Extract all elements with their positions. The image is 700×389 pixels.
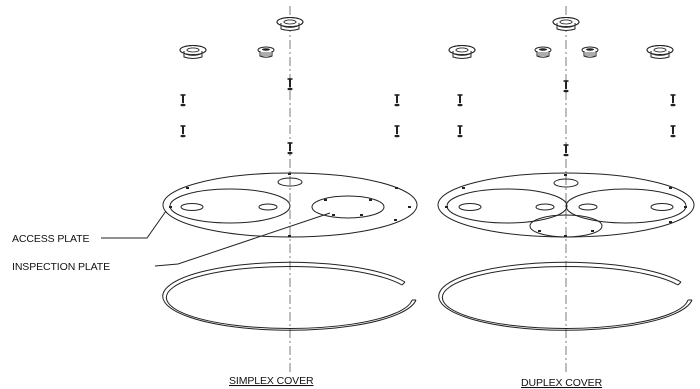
simplex-center-opening <box>277 177 303 187</box>
duplex-plug-left <box>534 46 552 58</box>
duplex-center-opening <box>553 178 579 188</box>
access-plate-label: ACCESS PLATE <box>12 233 89 245</box>
simplex-plug <box>257 46 275 58</box>
access-plate-leader <box>101 210 167 239</box>
duplex-access-plate-left <box>446 188 568 224</box>
duplex-plug-right <box>581 46 599 58</box>
inspection-plate-outline <box>311 195 385 219</box>
bolt-icon <box>286 142 294 156</box>
duplex-hole <box>458 203 482 211</box>
simplex-cover-assembly <box>101 6 418 372</box>
inspection-plate-bolt <box>591 230 594 232</box>
inspection-plate-bolt <box>538 230 541 232</box>
duplex-left-grommet <box>448 45 476 59</box>
inspection-plate-bolt <box>360 214 363 216</box>
duplex-rim-holes <box>445 174 687 223</box>
inspection-plate-bolt <box>324 199 327 201</box>
bolt-icon <box>179 94 187 108</box>
duplex-split-ring <box>438 261 693 331</box>
duplex-cover-assembly <box>437 6 695 372</box>
duplex-top-grommet <box>552 17 580 31</box>
bolt-icon <box>562 80 570 94</box>
duplex-cover-caption: DUPLEX COVER <box>521 377 603 389</box>
inspection-plate-bolt <box>564 235 567 237</box>
inspection-plate-bolt <box>369 199 372 201</box>
access-plate-hole-right <box>258 203 278 211</box>
bolt-icon <box>456 94 464 108</box>
simplex-cover-caption: SIMPLEX COVER <box>229 375 314 387</box>
duplex-access-plate-right <box>565 188 687 224</box>
duplex-right-grommet <box>646 45 674 59</box>
access-plate-outline <box>169 188 291 224</box>
simplex-left-grommet <box>179 45 207 59</box>
bolt-icon <box>669 125 677 139</box>
duplex-hole <box>578 203 598 211</box>
bolt-icon <box>562 144 570 158</box>
duplex-hole <box>535 203 555 211</box>
simplex-split-ring <box>162 261 417 331</box>
bolt-icon <box>456 125 464 139</box>
duplex-hole <box>650 203 674 211</box>
access-plate-hole-left <box>180 203 204 211</box>
inspection-plate-bolt <box>332 214 335 216</box>
bolt-icon <box>179 125 187 139</box>
bolt-icon <box>393 94 401 108</box>
simplex-rim-holes <box>169 173 411 237</box>
bolt-icon <box>393 125 401 139</box>
simplex-top-grommet <box>276 17 304 31</box>
bolt-icon <box>669 94 677 108</box>
inspection-plate-leader <box>154 212 331 267</box>
bolt-icon <box>286 78 294 92</box>
inspection-plate-label: INSPECTION PLATE <box>12 261 110 273</box>
